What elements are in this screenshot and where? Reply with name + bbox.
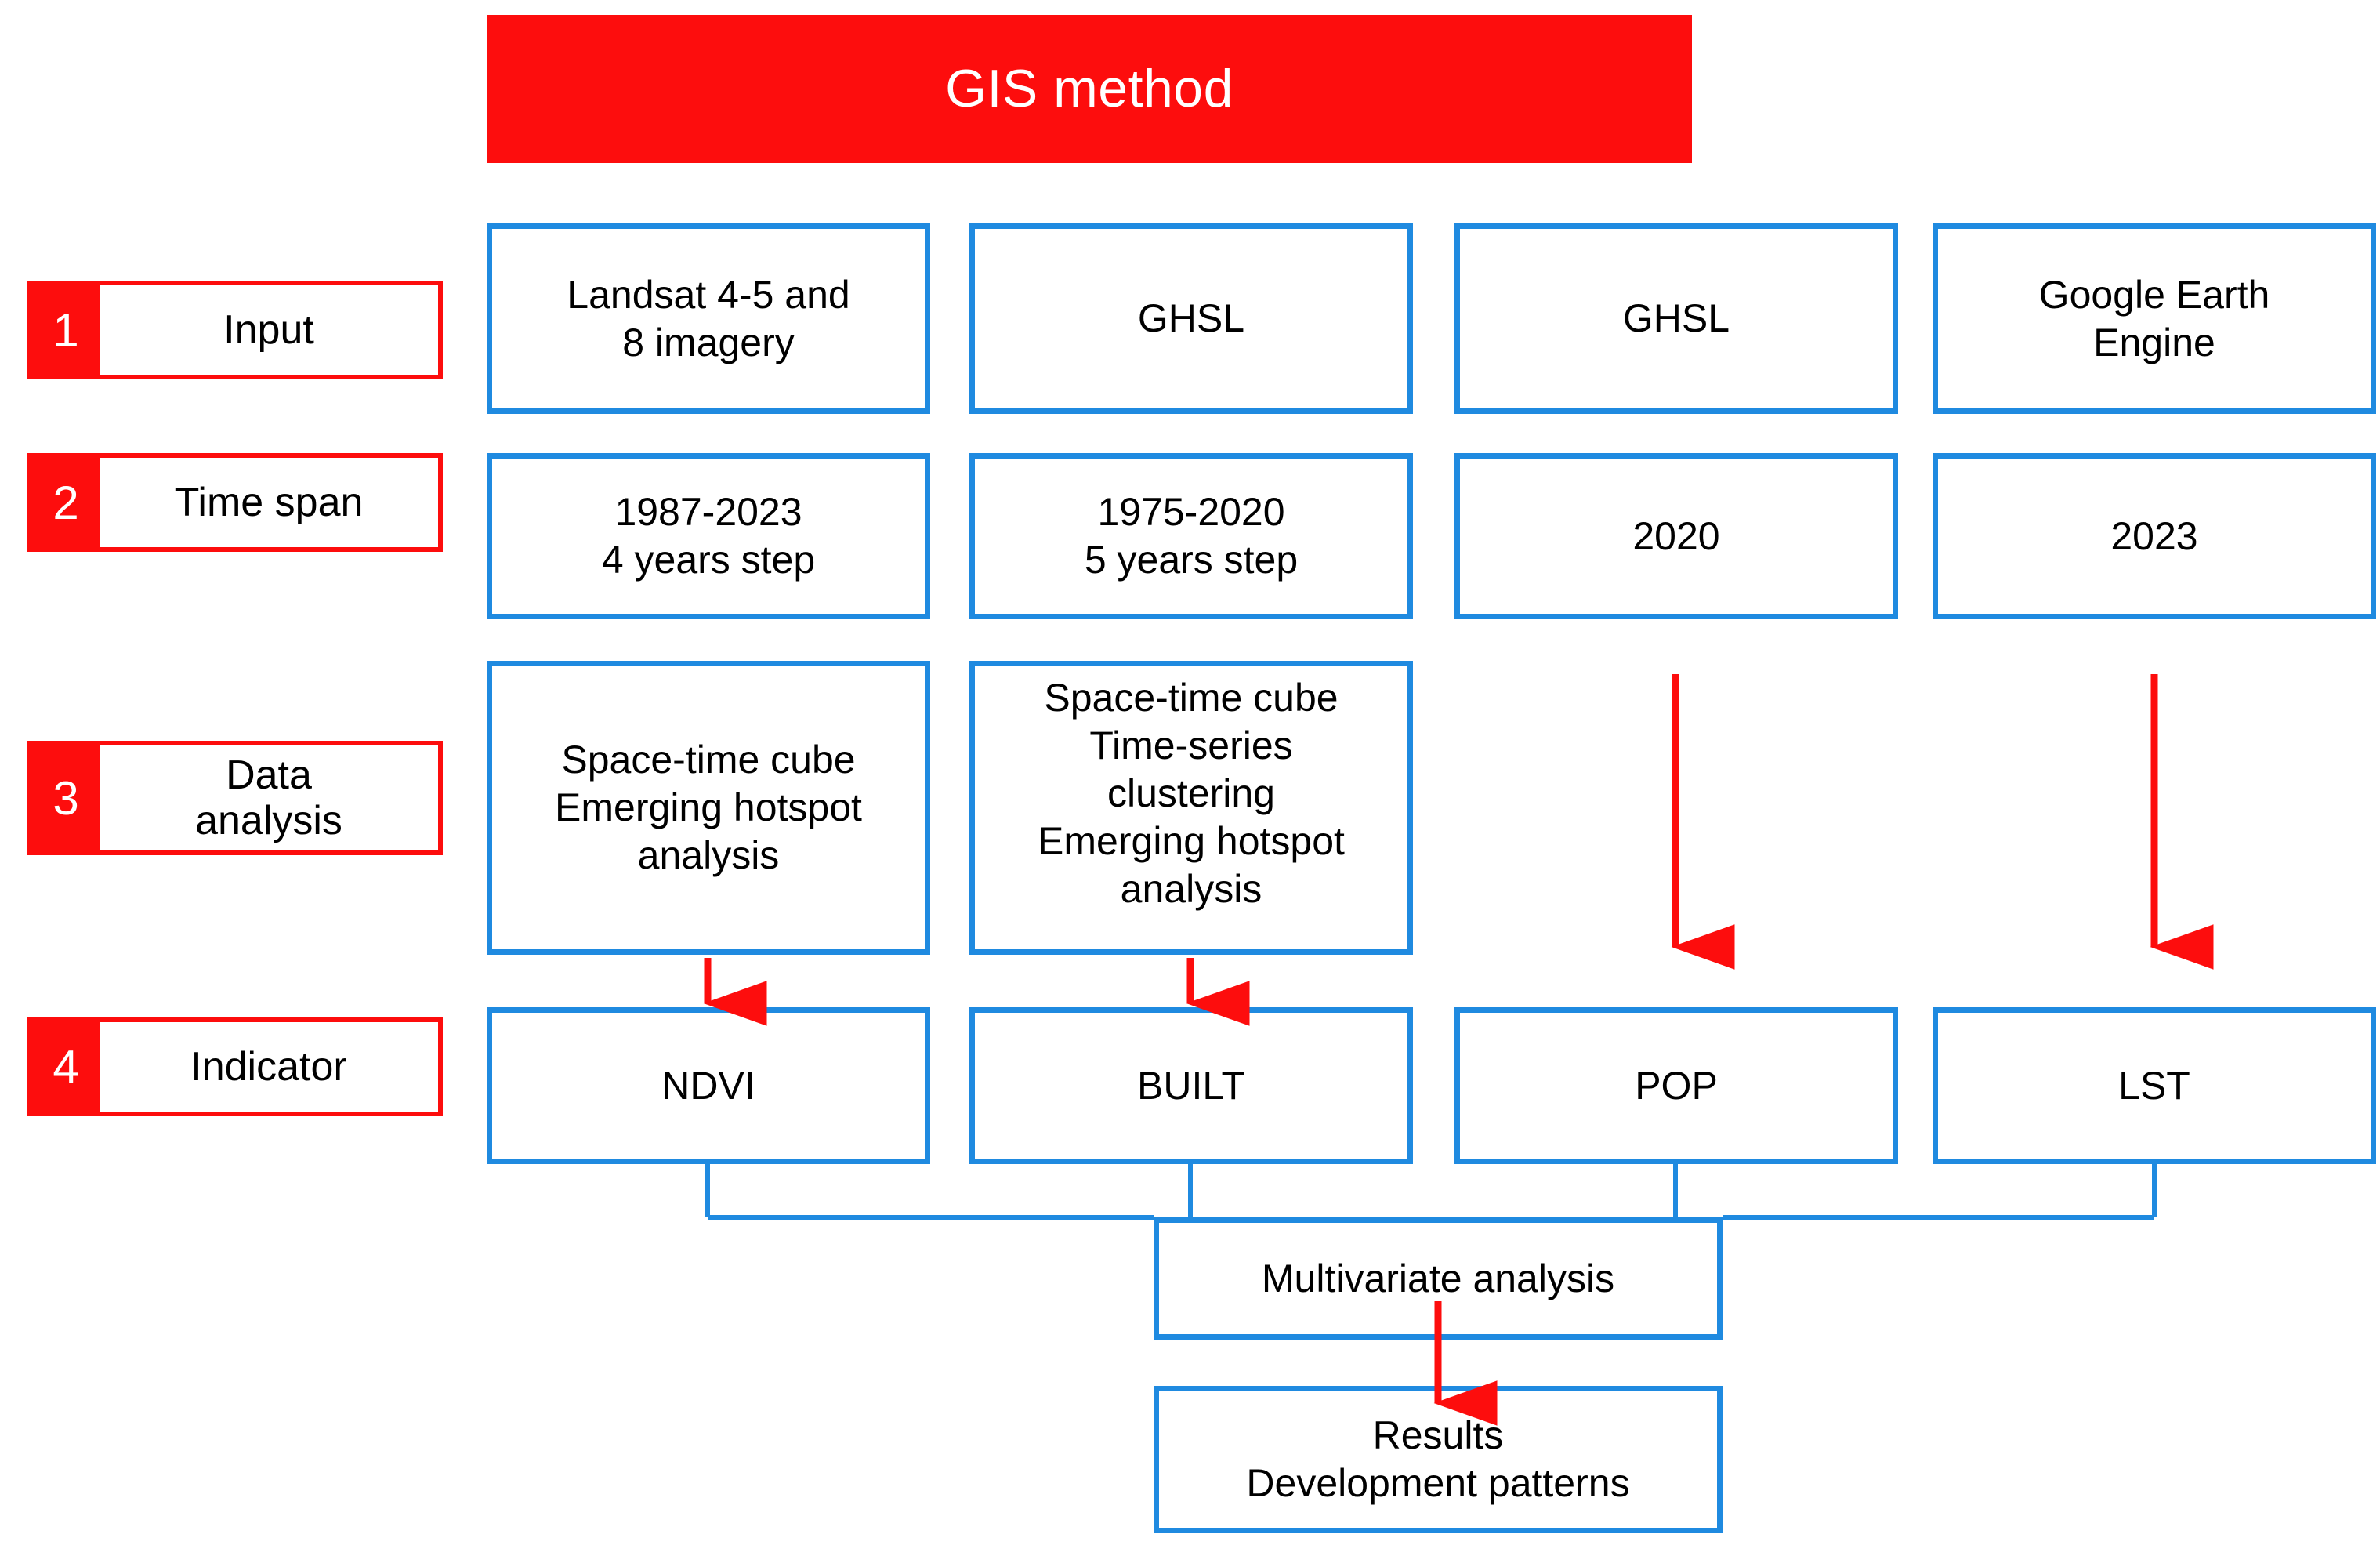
stage-text-data-analysis: Data analysis [100, 745, 438, 850]
stage-number-1: 1 [32, 285, 100, 375]
input-box-google-earth-engine-text: Google Earth Engine [2038, 272, 2270, 364]
time-span-box-ndvi: 1987-2023 4 years step [487, 453, 930, 619]
indicator-box-pop-text: POP [1635, 1063, 1718, 1108]
header-title: GIS method [945, 59, 1233, 119]
stage-text-time-span: Time span [100, 458, 438, 547]
header-banner: GIS method [487, 15, 1692, 163]
time-span-box-ndvi-text: 1987-2023 4 years step [601, 490, 816, 582]
time-span-box-pop-text: 2020 [1632, 513, 1720, 558]
time-span-box-lst-text: 2023 [2110, 513, 2198, 558]
stage-text-indicator: Indicator [100, 1022, 438, 1112]
indicator-box-built: BUILT [969, 1007, 1413, 1164]
indicator-box-built-text: BUILT [1137, 1063, 1245, 1108]
input-box-landsat: Landsat 4-5 and 8 imagery [487, 223, 930, 414]
input-box-ghsl-pop: GHSL [1454, 223, 1898, 414]
results-box: Results Development patterns [1154, 1386, 1723, 1533]
stage-label-input: 1 Input [27, 281, 443, 379]
time-span-box-built-text: 1975-2020 5 years step [1084, 490, 1299, 582]
indicator-box-lst-text: LST [2118, 1063, 2190, 1108]
stage-label-indicator: 4 Indicator [27, 1017, 443, 1116]
input-box-ghsl-pop-text: GHSL [1622, 296, 1730, 340]
time-span-box-lst: 2023 [1933, 453, 2376, 619]
stage-text-input: Input [100, 285, 438, 375]
data-analysis-box-built-text: Space-time cube Time-series clustering E… [1038, 676, 1345, 911]
stage-number-3: 3 [32, 745, 100, 850]
stage-label-time-span: 2 Time span [27, 453, 443, 552]
multivariate-analysis-text: Multivariate analysis [1261, 1256, 1615, 1300]
stage-number-2: 2 [32, 458, 100, 547]
stage-number-4: 4 [32, 1022, 100, 1112]
multivariate-analysis-box: Multivariate analysis [1154, 1217, 1723, 1340]
indicator-box-pop: POP [1454, 1007, 1898, 1164]
input-box-google-earth-engine: Google Earth Engine [1933, 223, 2376, 414]
input-box-ghsl-built: GHSL [969, 223, 1413, 414]
data-analysis-box-built: Space-time cube Time-series clustering E… [969, 661, 1413, 955]
input-box-ghsl-built-text: GHSL [1137, 296, 1245, 340]
data-analysis-box-ndvi: Space-time cube Emerging hotspot analysi… [487, 661, 930, 955]
time-span-box-built: 1975-2020 5 years step [969, 453, 1413, 619]
results-text: Results Development patterns [1246, 1413, 1630, 1505]
input-box-landsat-text: Landsat 4-5 and 8 imagery [567, 272, 850, 364]
data-analysis-box-ndvi-text: Space-time cube Emerging hotspot analysi… [555, 738, 862, 877]
indicator-box-ndvi: NDVI [487, 1007, 930, 1164]
indicator-box-lst: LST [1933, 1007, 2376, 1164]
indicator-box-ndvi-text: NDVI [661, 1063, 755, 1108]
time-span-box-pop: 2020 [1454, 453, 1898, 619]
stage-label-data-analysis: 3 Data analysis [27, 741, 443, 855]
